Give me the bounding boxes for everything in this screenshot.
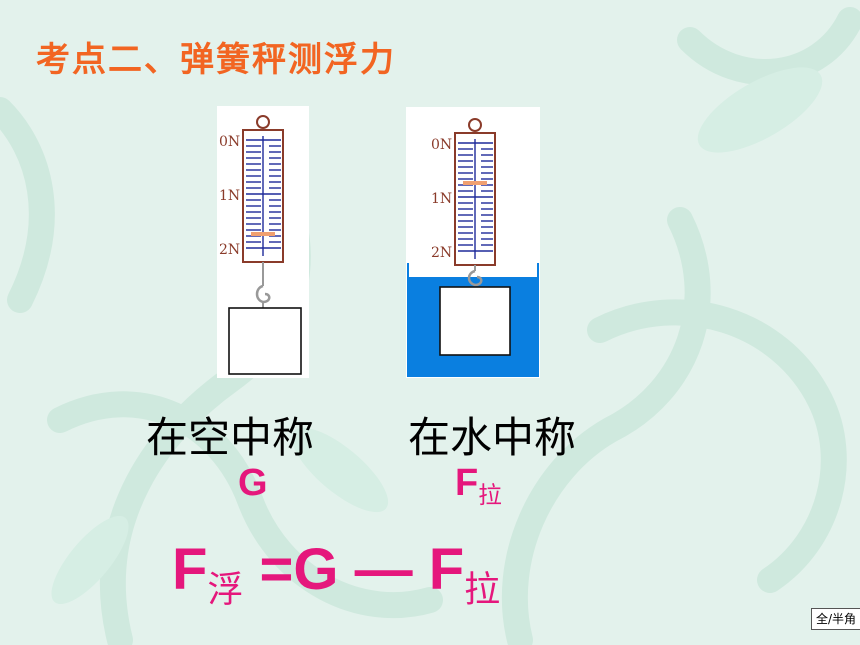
formula-minus: — bbox=[354, 537, 429, 602]
scale-pointer bbox=[463, 181, 487, 185]
scale-pointer bbox=[251, 232, 275, 236]
symbol-gravity: G bbox=[238, 462, 268, 504]
scale-hook bbox=[467, 269, 483, 287]
tick-label-0n: 0N bbox=[219, 134, 240, 150]
formula-rhs: F bbox=[428, 537, 465, 602]
caption-weigh-in-air: 在空中称 bbox=[146, 413, 315, 462]
tick-label-2n: 2N bbox=[431, 245, 452, 261]
buoyancy-formula: F浮 =G — F拉 bbox=[172, 536, 500, 613]
scale-hook bbox=[255, 284, 271, 304]
formula-rhs-subscript: 拉 bbox=[464, 569, 501, 611]
formula-lhs: F bbox=[172, 537, 208, 602]
submerged-block bbox=[439, 286, 511, 356]
spring-scale-in-air-figure: 0N 1N 2N bbox=[217, 106, 309, 378]
scale-ring bbox=[256, 115, 270, 129]
tick-label-2n: 2N bbox=[219, 242, 240, 258]
slide-title: 考点二、弹簧秤测浮力 bbox=[36, 40, 396, 80]
formula-lhs-subscript: 浮 bbox=[207, 569, 244, 611]
tick-label-1n: 1N bbox=[431, 191, 452, 207]
tick-label-1n: 1N bbox=[219, 188, 240, 204]
spring-scale-in-water-figure: 0N 1N 2N bbox=[406, 107, 540, 378]
formula-equals: =G bbox=[243, 537, 355, 602]
caption-weigh-in-water: 在水中称 bbox=[408, 413, 577, 462]
ime-status-indicator[interactable]: 全/半角 bbox=[810, 608, 860, 630]
symbol-tension: F拉 bbox=[455, 462, 502, 510]
tick-label-0n: 0N bbox=[431, 137, 452, 153]
hanging-block bbox=[228, 307, 302, 375]
scale-ring bbox=[468, 118, 482, 132]
